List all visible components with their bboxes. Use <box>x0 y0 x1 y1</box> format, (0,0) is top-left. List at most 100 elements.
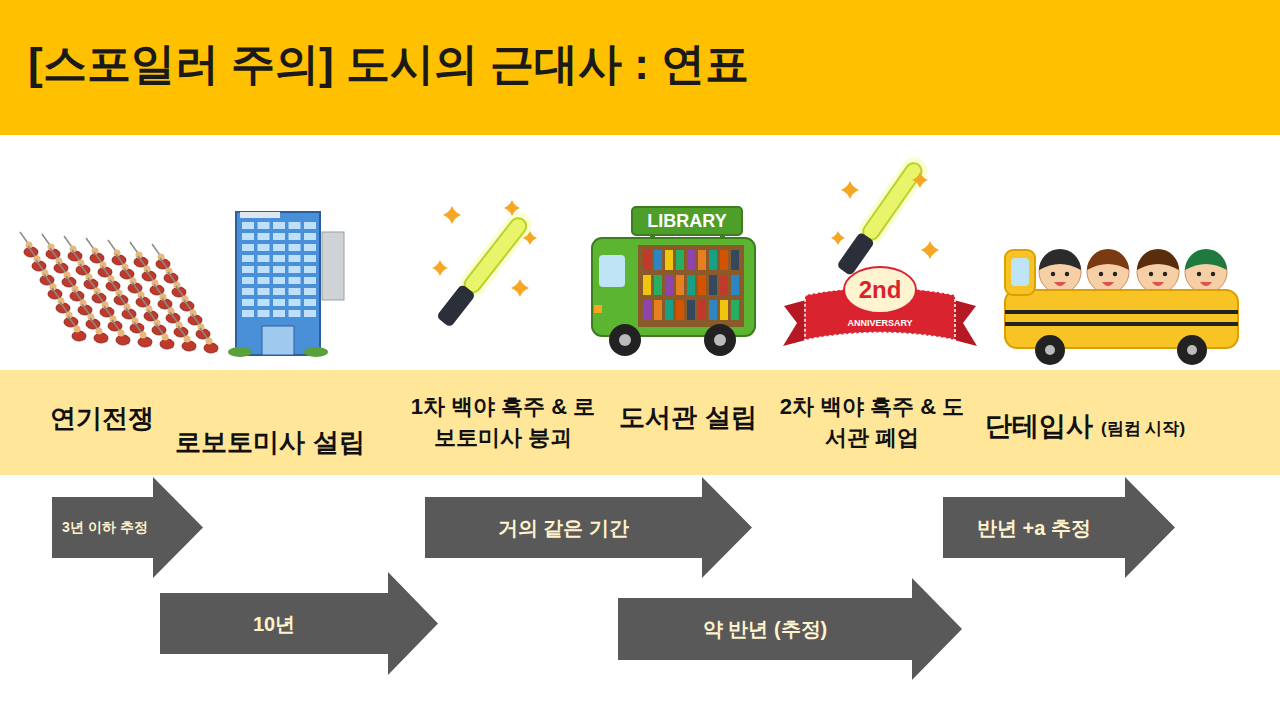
spear <box>68 316 85 340</box>
window <box>273 299 285 306</box>
spear <box>50 248 67 272</box>
spear <box>154 284 171 308</box>
school-bus <box>1005 249 1238 365</box>
kid-eye <box>1099 272 1103 276</box>
spear <box>152 244 169 268</box>
kid-mouth <box>1200 282 1212 286</box>
book <box>654 300 662 320</box>
soldier-body <box>100 307 114 317</box>
spear <box>72 250 89 274</box>
soldier-body <box>84 279 98 289</box>
duration-label: 반년 +a 추정 <box>977 514 1091 542</box>
event-label: 1차 백야 흑주 & 로보토미사 붕괴 <box>403 392 603 454</box>
window <box>273 277 285 284</box>
spear <box>156 324 173 348</box>
glow-halo <box>455 207 537 302</box>
soldier-body <box>108 321 122 331</box>
window <box>289 255 301 262</box>
shrub <box>304 347 328 357</box>
spear <box>60 302 77 326</box>
sparkle <box>921 241 939 259</box>
soldier-body <box>112 255 126 265</box>
soldier-body <box>166 313 180 323</box>
truck-body <box>592 238 755 336</box>
glow-halo <box>854 152 933 249</box>
spear <box>96 292 113 316</box>
soldier-body <box>130 323 144 333</box>
window <box>289 310 301 317</box>
spear <box>36 260 53 284</box>
window <box>289 288 301 295</box>
bus-window-frame <box>1005 250 1035 295</box>
bookshelf <box>638 245 744 327</box>
spear <box>200 328 217 352</box>
spear <box>44 274 61 298</box>
spear <box>168 272 185 296</box>
soldier-body <box>32 261 46 271</box>
kid-mouth <box>1152 282 1164 286</box>
wheel <box>1177 335 1207 365</box>
book <box>720 275 728 295</box>
soldier-body <box>182 341 196 351</box>
event-label: 로보토미사 설립 <box>175 424 364 460</box>
soldier-body <box>196 329 210 339</box>
window <box>273 310 285 317</box>
soldier-body <box>134 257 148 267</box>
library-truck <box>592 207 755 356</box>
window <box>289 233 301 240</box>
window <box>258 299 270 306</box>
ribbon-tail <box>954 300 977 346</box>
kid-hair <box>1087 249 1129 270</box>
kid-mouth <box>1102 282 1114 286</box>
soldier-body <box>114 295 128 305</box>
book <box>676 300 684 320</box>
window <box>258 288 270 295</box>
soldier-body <box>24 247 38 257</box>
sparkle <box>511 279 529 297</box>
headlight <box>594 305 602 313</box>
duration-arrow: 약 반년 (추정) <box>618 578 962 680</box>
badge-text: 2nd <box>859 276 902 304</box>
building-roof <box>240 212 280 218</box>
window <box>258 233 270 240</box>
wheel <box>609 324 641 356</box>
kid-hair <box>1039 249 1081 270</box>
window <box>304 233 316 240</box>
glow-tube <box>860 160 925 243</box>
kid-eye <box>1211 272 1215 276</box>
book <box>731 300 739 320</box>
window <box>242 222 254 229</box>
window <box>258 222 270 229</box>
spear <box>82 304 99 328</box>
window <box>273 288 285 295</box>
book <box>643 250 651 270</box>
soldier-body <box>56 303 70 313</box>
arrow-fill <box>425 477 752 578</box>
title-bar <box>0 0 1280 135</box>
book <box>709 250 717 270</box>
window <box>273 266 285 273</box>
book <box>665 300 673 320</box>
book <box>709 275 717 295</box>
entrance <box>262 326 294 355</box>
book <box>687 275 695 295</box>
event-label: 단테입사 <box>985 408 1093 446</box>
sparkle <box>504 200 520 216</box>
shrub <box>228 347 252 357</box>
event-label: 도서관 설립 <box>619 399 756 435</box>
window <box>304 288 316 295</box>
duration-label: 약 반년 (추정) <box>703 615 827 643</box>
soldier-body <box>90 253 104 263</box>
soldier-body <box>40 275 54 285</box>
spear <box>184 300 201 324</box>
book <box>654 250 662 270</box>
spear <box>130 242 147 266</box>
book <box>709 300 717 320</box>
window <box>242 310 254 317</box>
soldier-body <box>64 317 78 327</box>
soldier-head <box>140 332 147 339</box>
spear <box>66 276 83 300</box>
event-label: 연기전쟁 <box>50 400 154 436</box>
kid-mouth <box>1054 282 1066 286</box>
